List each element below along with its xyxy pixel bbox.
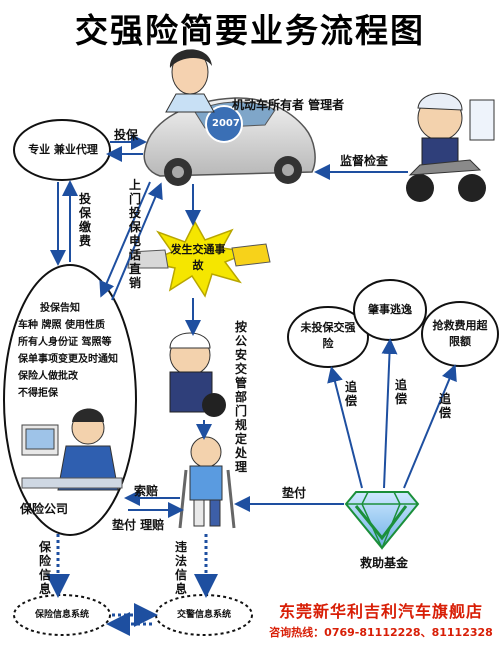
ins-info-label: 保险信息 (38, 540, 51, 596)
plate-text: 2007 (212, 118, 240, 129)
insure-pay-label: 投保缴费 (78, 192, 91, 248)
insurer-label: 保险公司 (20, 502, 69, 516)
insurance-notice: 投保告知 车种 牌照 使用性质 所有人身份证 驾照等 保单事项变更及时通知 保险… (18, 300, 138, 402)
accident-label: 发生交通事故 (170, 243, 226, 272)
insure-label: 投保 (114, 128, 139, 142)
notice-line: 所有人身份证 驾照等 (18, 337, 112, 348)
woman-illustration (165, 49, 215, 113)
case-label-3: 抢救费用超限额 (432, 319, 488, 348)
police-handle-label: 按公安交管部门规定处理 (234, 320, 247, 474)
notice-line: 不得拒保 (18, 388, 58, 399)
pay-settle-label: 垫付 理赔 (112, 518, 165, 532)
notice-line: 保单事项变更及时通知 (18, 354, 118, 365)
police-officer-illustration (169, 332, 226, 417)
owner-label: 机动车所有者 管理者 (232, 98, 345, 112)
relief-fund-gem-icon (344, 491, 420, 550)
injured-person-illustration (178, 436, 236, 529)
advance-label: 垫付 (282, 486, 307, 500)
claim-label: 索赔 (134, 484, 159, 498)
agent-oval-label: 专业 兼业代理 (28, 143, 98, 156)
notice-line: 投保告知 (40, 303, 80, 314)
police-motorcycle-illustration (406, 92, 495, 202)
fund-label: 救助基金 (360, 556, 409, 570)
dealer-banner (264, 596, 498, 644)
insurance-staff-illustration (21, 408, 123, 491)
case-label-1: 未投保交强险 (300, 321, 356, 350)
traffic-system-label: 交警信息系统 (176, 610, 231, 620)
supervision-label: 监督检查 (340, 154, 389, 168)
violation-info-label: 违法信息 (174, 540, 187, 596)
case-label-2: 肇事逃逸 (368, 303, 412, 316)
ins-system-label: 保险信息系统 (34, 610, 89, 620)
page-title: 交强险简要业务流程图 (75, 11, 425, 50)
car-illustration (143, 97, 316, 186)
notice-line: 车种 牌照 使用性质 (18, 320, 105, 331)
case-oval-3 (421, 301, 499, 367)
traffic-system-oval (155, 594, 253, 636)
notice-line: 保险人做批改 (18, 371, 78, 382)
dealer-phone: 咨询热线：0769-81112228、81112328 (269, 626, 493, 639)
recover-label-3: 追偿 (438, 392, 451, 420)
recover-label-2: 追偿 (394, 378, 407, 406)
dealer-name: 东莞新华利吉利汽车旗舰店 (278, 602, 483, 621)
door-insure-label: 上门投保 电话直销 (128, 178, 141, 290)
recover-label-1: 追偿 (344, 380, 357, 408)
